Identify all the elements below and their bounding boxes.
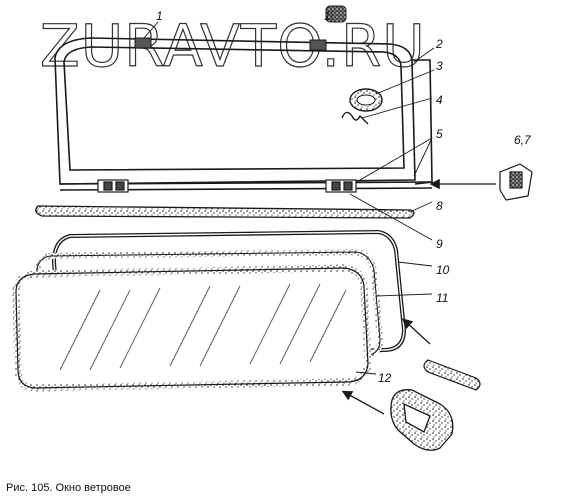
- seal-strip: [35, 205, 415, 219]
- seal-profile-large: [390, 389, 454, 451]
- profile-arrow-large: [341, 390, 385, 415]
- callout-10: 10: [436, 263, 450, 277]
- callout-2: 2: [435, 37, 443, 51]
- callout-4: 4: [436, 93, 443, 107]
- glass-pane: [12, 264, 372, 392]
- callout-6-7: 6,7: [514, 133, 532, 147]
- callout-12: 12: [378, 371, 392, 385]
- watermark-text: ZURAVTO.RU: [40, 12, 426, 80]
- callout-1: 1: [156, 9, 163, 23]
- callout-11: 11: [436, 291, 448, 305]
- top-bracket-left: [134, 37, 152, 49]
- figure-caption: Рис. 105. Окно ветровое: [6, 482, 131, 494]
- callout-1-stopper: 1: [324, 9, 331, 23]
- spring-clip: [341, 111, 369, 125]
- hinge-left: [97, 179, 129, 193]
- leader-lines: [143, 10, 435, 375]
- top-bracket-right: [309, 39, 327, 51]
- profile-arrow-small: [402, 318, 431, 345]
- callout-8: 8: [436, 199, 443, 213]
- callout-5: 5: [436, 127, 443, 141]
- callout-3: 3: [436, 59, 443, 73]
- hinge-right: [325, 179, 357, 193]
- rubber-stopper: [325, 5, 347, 23]
- seal-profile-small: [423, 359, 481, 391]
- latch-part: [499, 163, 533, 201]
- callout-9: 9: [436, 237, 443, 251]
